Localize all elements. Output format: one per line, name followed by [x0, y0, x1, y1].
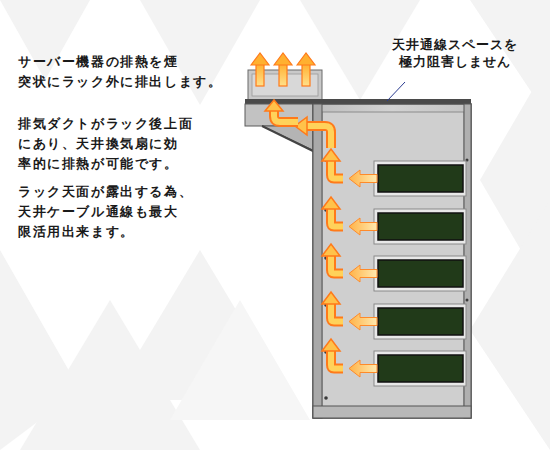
note-paragraph: ラック天面が露出する為、 天井ケーブル通線も最大 限活用出来ます。: [18, 182, 250, 242]
duct-airflow: [265, 100, 331, 148]
rack-body: [313, 104, 471, 418]
callout-text: 天井通線スペースを 極力阻害しません: [380, 36, 530, 70]
note-paragraph: 排気ダクトがラック後上面 にあり、天井換気扇に効 率的に排熱が可能です。: [18, 114, 250, 174]
leader-line: [387, 82, 405, 101]
exhaust-arrows: [251, 53, 315, 86]
note-paragraph: サーバー機器の排熱を煙 突状にラック外に排出します。: [18, 52, 250, 92]
server-units: [322, 149, 466, 386]
